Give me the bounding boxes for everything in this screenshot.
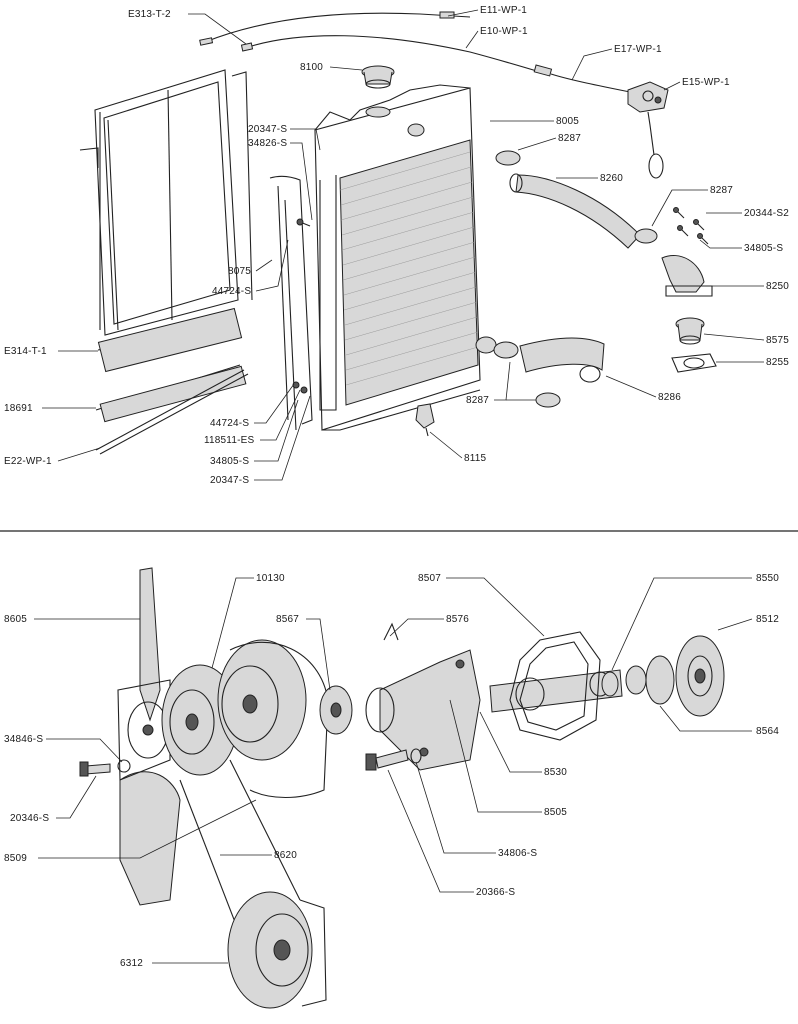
pump-seal bbox=[601, 665, 647, 697]
label-44724-S-top: 44724-S bbox=[212, 286, 251, 297]
label-E11-WP-1: E11-WP-1 bbox=[480, 5, 527, 16]
label-E314-T-1: E314-T-1 bbox=[4, 346, 47, 357]
label-20366-S: 20366-S bbox=[476, 887, 515, 898]
pulley-spacer bbox=[319, 685, 353, 735]
label-E15-WP-1: E15-WP-1 bbox=[682, 77, 730, 88]
radiator-core bbox=[314, 84, 497, 431]
pump-bolt bbox=[365, 748, 422, 771]
radiator-cap bbox=[361, 65, 395, 89]
label-8115: 8115 bbox=[464, 453, 487, 464]
label-8075: 8075 bbox=[228, 266, 251, 277]
label-6312: 6312 bbox=[120, 958, 143, 969]
label-34846-S: 34846-S bbox=[4, 734, 43, 745]
label-8605: 8605 bbox=[4, 614, 27, 625]
part-labels: E313-T-2 E11-WP-1 E10-WP-1 8100 E17-WP-1… bbox=[4, 5, 789, 969]
label-8286: 8286 bbox=[658, 392, 681, 403]
drain-cock bbox=[415, 403, 435, 437]
fan-belt bbox=[179, 759, 301, 936]
label-20346-S: 20346-S bbox=[10, 813, 49, 824]
label-8287-low: 8287 bbox=[466, 395, 489, 406]
pump-impeller bbox=[645, 635, 725, 717]
pump-shaft bbox=[489, 669, 623, 713]
label-8287-mid: 8287 bbox=[710, 185, 733, 196]
label-E313-T-2: E313-T-2 bbox=[128, 9, 171, 20]
small-screws bbox=[673, 207, 709, 245]
crankshaft-pulley bbox=[227, 891, 327, 1009]
water-pump-body bbox=[365, 622, 481, 771]
label-118511-ES: 118511-ES bbox=[204, 435, 254, 446]
label-8567: 8567 bbox=[276, 614, 299, 625]
water-outlet-elbow bbox=[661, 255, 713, 297]
label-E10-WP-1: E10-WP-1 bbox=[480, 26, 528, 37]
label-8255: 8255 bbox=[766, 357, 789, 368]
label-44724-S-low: 44724-S bbox=[210, 418, 249, 429]
label-20344-S2: 20344-S2 bbox=[744, 208, 789, 219]
label-8530: 8530 bbox=[544, 767, 567, 778]
label-34805-S-right: 34805-S bbox=[744, 243, 783, 254]
label-8250: 8250 bbox=[766, 281, 789, 292]
leader-lines-bottom bbox=[34, 577, 753, 964]
bracket-bolts bbox=[292, 218, 311, 394]
label-20347-S-low: 20347-S bbox=[210, 475, 249, 486]
label-8100: 8100 bbox=[300, 62, 323, 73]
label-34826-S: 34826-S bbox=[248, 138, 287, 149]
cable-clip-assembly bbox=[627, 81, 669, 179]
label-8509: 8509 bbox=[4, 853, 27, 864]
label-8505: 8505 bbox=[544, 807, 567, 818]
label-8287-top: 8287 bbox=[558, 133, 581, 144]
control-cable bbox=[199, 11, 631, 93]
upper-hose bbox=[495, 150, 658, 249]
label-8005: 8005 bbox=[556, 116, 579, 127]
fan-bolts bbox=[79, 759, 131, 777]
label-34805-S-low: 34805-S bbox=[210, 456, 249, 467]
label-18691: 18691 bbox=[4, 403, 33, 414]
lower-hose bbox=[493, 337, 605, 408]
label-8512: 8512 bbox=[756, 614, 779, 625]
fan-blade bbox=[117, 567, 181, 906]
label-E17-WP-1: E17-WP-1 bbox=[614, 44, 662, 55]
label-10130: 10130 bbox=[256, 573, 285, 584]
leader-lines-top bbox=[42, 9, 765, 481]
pump-gasket bbox=[509, 631, 601, 741]
label-8260: 8260 bbox=[600, 173, 623, 184]
label-8564: 8564 bbox=[756, 726, 779, 737]
grille-shutter-frame bbox=[79, 69, 253, 336]
label-E22-WP-1: E22-WP-1 bbox=[4, 456, 52, 467]
label-34806-S: 34806-S bbox=[498, 848, 537, 859]
label-8507: 8507 bbox=[418, 573, 441, 584]
shutter-rods bbox=[95, 307, 249, 455]
label-20347-S-top: 20347-S bbox=[248, 124, 287, 135]
radiator-side-bracket bbox=[269, 175, 313, 431]
label-8620: 8620 bbox=[274, 850, 297, 861]
fan-pulley bbox=[161, 639, 329, 798]
label-8576: 8576 bbox=[446, 614, 469, 625]
label-8575: 8575 bbox=[766, 335, 789, 346]
thermostat-gasket bbox=[671, 353, 717, 373]
label-8550: 8550 bbox=[756, 573, 779, 584]
thermostat bbox=[675, 317, 705, 345]
